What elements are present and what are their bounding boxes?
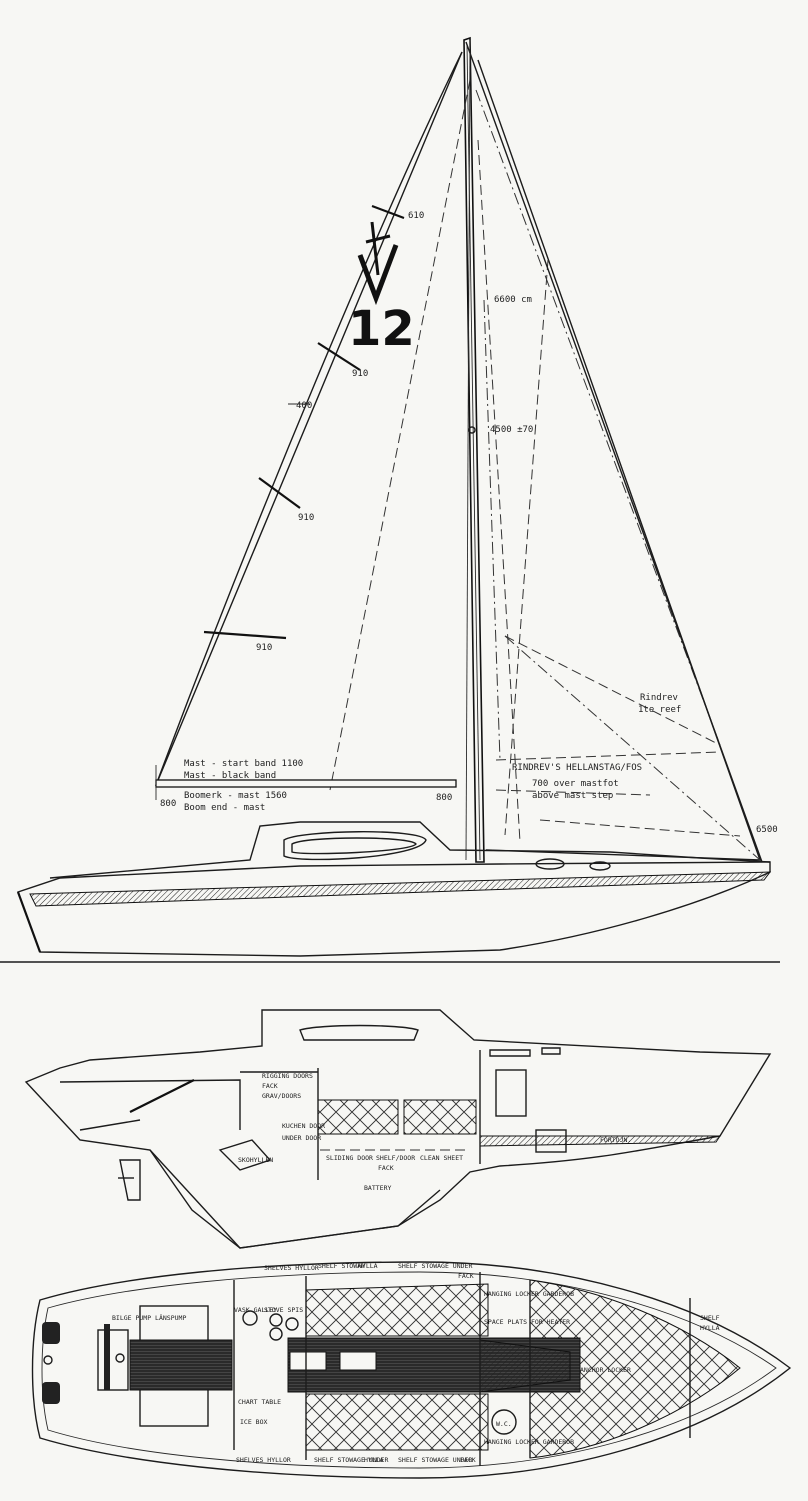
mast-dim-2: 4500 ±70 [490, 425, 533, 435]
plan-stove: STOVE SPIS [264, 1306, 303, 1314]
batten-label-4: 910 [298, 513, 314, 523]
profile-label-fack2: FACK [378, 1164, 394, 1172]
reef-note-1: Rindrev [640, 693, 678, 703]
mast-dim-1: 6600 cm [494, 295, 532, 305]
plan-shelves-bottom: SHELVES HYLLOR [236, 1456, 291, 1464]
stem-note: 6500 [756, 825, 778, 835]
plan-fack-top: FACK [458, 1272, 474, 1280]
mainsail [154, 51, 471, 791]
plan-ice-box: ICE BOX [240, 1418, 267, 1426]
plan-fack-bottom: FACK [460, 1456, 476, 1464]
boom-note-2: Boom end - mast [184, 803, 265, 813]
plan-hanging-top: HANGING LOCKER GARDEROB [484, 1290, 574, 1298]
plan-hylla-bow: HYLLA [700, 1324, 720, 1332]
plan-bilge: BILGE PUMP LÄNSPUMP [112, 1313, 186, 1322]
profile-label-fortojn: FÖRTÖJN. [600, 1135, 631, 1144]
rindrev-note: RINDREV'S HELLANSTAG/FOS [512, 763, 642, 773]
batten-label-3: 400 [296, 401, 312, 411]
accommodation-plan: SHELVES HYLLOR SHELF STOWAW HYLLA SHELF … [31, 1261, 792, 1479]
profile-label-skohyllen: SKOHYLLEN [238, 1156, 273, 1164]
plan-hanging-bottom: HANGING LOCKER GARDEROB [484, 1438, 574, 1446]
plan-anchor: ANCHOR LOCKER [580, 1366, 631, 1374]
above-note-2: above mast step [532, 791, 613, 801]
profile-label-fack: FACK [262, 1082, 278, 1090]
plan-hylla-top-1: HYLLA [358, 1262, 378, 1270]
boom-note-1: Boomerk - mast 1560 [184, 791, 287, 801]
batten-label-2: 910 [352, 369, 368, 379]
profile-label-grav: GRAV/DOORS [262, 1092, 301, 1100]
profile-label-shelf: SHELF/DOOR [376, 1154, 415, 1162]
plan-wc: W.C. [496, 1420, 512, 1428]
plan-shelf-bottom-1: SHELF STOWAGE UNDER [314, 1456, 388, 1464]
batten-label-5: 910 [256, 643, 272, 653]
plan-shelf-bottom-2: SHELF STOWAGE UNDER [398, 1456, 472, 1464]
plan-shelf-top-1: SHELF STOWAW [318, 1262, 365, 1270]
interior-profile: RIGGING DOORS FACK GRAV/DOORS KUCHEN DOO… [24, 1009, 772, 1249]
hull-profile [0, 821, 780, 963]
sail-number: 12 [348, 301, 415, 357]
mast-note-1: Mast - start band 1100 [184, 759, 303, 769]
profile-label-battery: BATTERY [364, 1184, 391, 1192]
sail-plan: 12 610 910 400 910 910 6600 cm 4500 ±70 … [0, 36, 780, 963]
plan-vask: VASK GALLEY [234, 1306, 277, 1314]
plan-shelf-bow: SHELF [700, 1314, 720, 1322]
profile-label-kuchen: KUCHEN DOOR [282, 1122, 325, 1130]
profile-label-under: UNDER DOOR [282, 1134, 321, 1142]
reef-note-2: 1te reef [638, 705, 681, 715]
profile-label-sliding: SLIDING DOOR [326, 1154, 373, 1162]
plan-space-top: SPACE PLATS FOR HEATER [484, 1318, 570, 1326]
plan-shelves-top: SHELVES HYLLOR [264, 1264, 319, 1272]
jib [475, 59, 762, 861]
mast-note-2: Mast - black band [184, 771, 276, 781]
batten-label-1: 610 [408, 211, 424, 221]
boom-dim-2: 800 [436, 793, 452, 803]
above-note-1: 700 over mastfot [532, 779, 619, 789]
plan-shelf-top-2: SHELF STOWAGE UNDER [398, 1262, 472, 1270]
plan-hylla-bottom-1: HYLLA [364, 1456, 384, 1464]
plan-chart: CHART TABLE [238, 1398, 281, 1406]
profile-label-rigging: RIGGING DOORS [262, 1072, 313, 1080]
boom [155, 765, 457, 800]
boom-dim-1: 800 [160, 799, 176, 809]
sail-insignia: 12 [348, 221, 415, 357]
profile-label-clean: CLEAN SHEET [420, 1154, 463, 1162]
